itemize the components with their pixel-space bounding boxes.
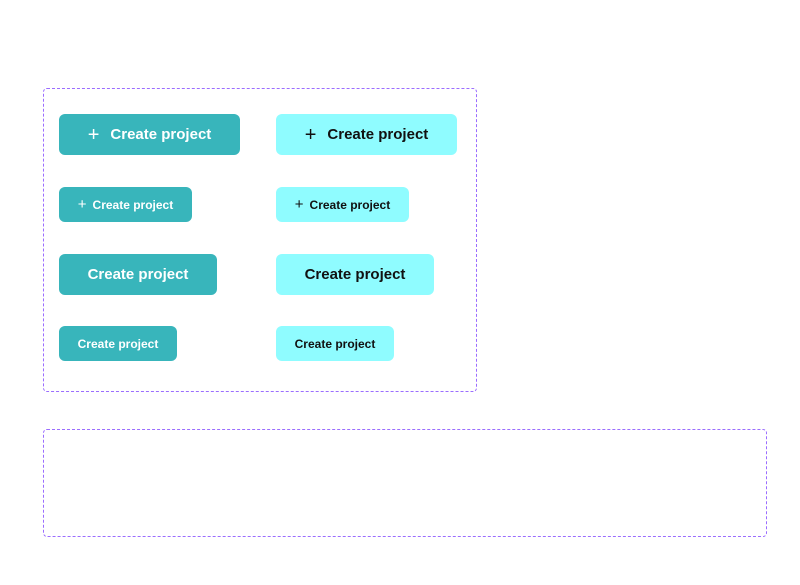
create-project-secondary-large-button[interactable]: Create project bbox=[276, 254, 434, 295]
create-project-primary-small-button[interactable]: Create project bbox=[59, 326, 177, 361]
button-label: Create project bbox=[304, 266, 406, 283]
plus-icon: + bbox=[87, 123, 100, 146]
create-project-primary-large-button[interactable]: Create project bbox=[59, 254, 217, 295]
button-label: Create project bbox=[294, 336, 376, 351]
create-project-secondary-large-icon-button[interactable]: + Create project bbox=[276, 114, 457, 155]
button-label: Create project bbox=[87, 266, 189, 283]
create-project-primary-large-icon-button[interactable]: + Create project bbox=[59, 114, 240, 155]
button-variants-frame bbox=[43, 88, 477, 392]
plus-icon: + bbox=[304, 123, 317, 146]
create-project-secondary-small-icon-button[interactable]: + Create project bbox=[276, 187, 409, 222]
button-label: Create project bbox=[92, 197, 174, 212]
create-project-secondary-small-button[interactable]: Create project bbox=[276, 326, 394, 361]
button-label: Create project bbox=[110, 126, 212, 143]
plus-icon: + bbox=[77, 196, 87, 213]
empty-frame bbox=[43, 429, 767, 537]
button-label: Create project bbox=[327, 126, 429, 143]
create-project-primary-small-icon-button[interactable]: + Create project bbox=[59, 187, 192, 222]
plus-icon: + bbox=[294, 196, 304, 213]
button-label: Create project bbox=[309, 197, 391, 212]
button-label: Create project bbox=[77, 336, 159, 351]
